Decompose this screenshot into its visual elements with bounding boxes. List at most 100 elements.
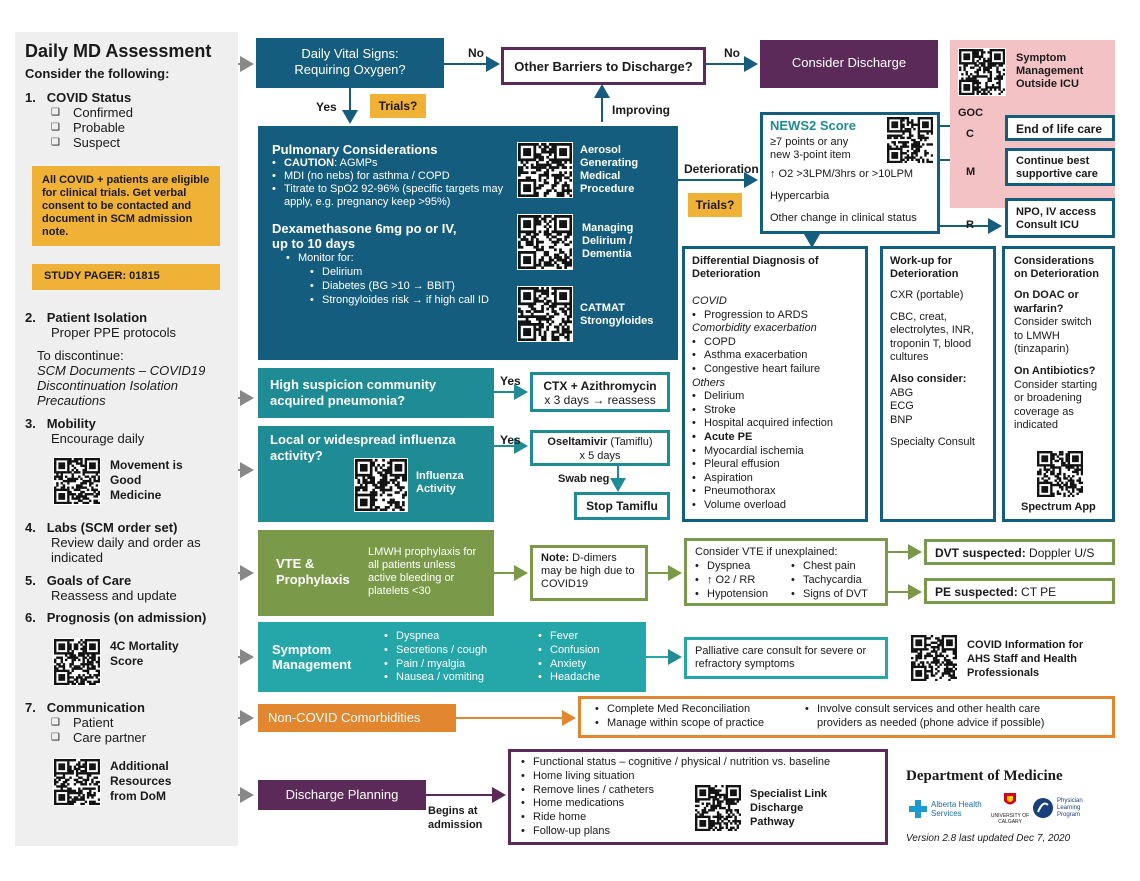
- ddx-ards: Progression to ARDS: [692, 309, 858, 323]
- flu-question: Local or widespread influenza activity?: [270, 432, 456, 463]
- ahs-logo: Alberta Health Services: [908, 797, 988, 821]
- ddx-acute-pe: Acute PE: [692, 431, 858, 445]
- ddx-hai: Hospital acquired infection: [692, 417, 858, 431]
- qr-code-strongyloides[interactable]: [517, 286, 573, 342]
- qr-code-agmp[interactable]: [517, 142, 573, 198]
- no-label-2: No: [724, 46, 740, 60]
- ddx-title: Differential Diagnosis of Deterioration: [692, 255, 819, 280]
- noncovid-col1: Complete Med Reconciliation Manage withi…: [595, 702, 805, 732]
- flu-rx-duration: x 5 days: [579, 450, 621, 462]
- discharge-ride: Ride home: [521, 811, 875, 825]
- monitor-label: Monitor for:: [286, 251, 664, 265]
- yes-label-1: Yes: [316, 100, 337, 114]
- ddx-stroke: Stroke: [692, 404, 858, 418]
- 4c-score-label: 4C Mortality Score: [110, 639, 179, 668]
- comm-care-partner: Care partner: [51, 730, 230, 745]
- study-pager: STUDY PAGER: 01815: [32, 264, 220, 290]
- doac-answer: Consider switch to LMWH (tinzaparin): [1014, 316, 1092, 356]
- section-isolation: 2. Patient Isolation Proper PPE protocol…: [25, 310, 230, 408]
- comm-patient: Patient: [51, 715, 230, 730]
- qr-code-movement[interactable]: [53, 457, 101, 505]
- workup-also-label: Also consider:: [890, 372, 967, 385]
- discharge-lines: Remove lines / catheters: [521, 784, 875, 798]
- qr-code-news2[interactable]: [886, 116, 934, 164]
- vte-tachycardia: Tachycardia: [791, 573, 868, 587]
- discharge-followup: Follow-up plans: [521, 825, 875, 839]
- discontinue-link[interactable]: SCM Documents – COVID19 Discontinuation …: [37, 363, 206, 408]
- ddx-comorb-label: Comorbidity exacerbation: [692, 322, 817, 335]
- med-reconciliation: Complete Med Reconciliation: [595, 702, 805, 716]
- qr-code-dom-resources[interactable]: [53, 758, 101, 806]
- abx-question: On Antibiotics?: [1014, 364, 1096, 377]
- vte-box: VTE & Prophylaxis LMWH prophylaxis for a…: [258, 530, 494, 616]
- section-covid-status: 1. COVID Status Confirmed Probable Suspe…: [25, 90, 230, 150]
- discharge-home-living: Home living situation: [521, 770, 875, 784]
- palliative-box: Palliative care consult for severe or re…: [684, 637, 888, 679]
- cap-rx-drug: CTX + Azithromycin: [543, 379, 657, 393]
- vte-symptoms-col2: Chest pain Tachycardia Signs of DVT: [791, 559, 868, 601]
- news2-item-3: Hypercarbia: [770, 190, 830, 202]
- vte-title: VTE & Prophylaxis: [276, 556, 350, 587]
- ddx-copd: COPD: [692, 336, 858, 350]
- qr-code-spectrum[interactable]: [1036, 450, 1084, 498]
- spectrum-label: Spectrum App: [1021, 501, 1096, 513]
- symptom-headache: Headache: [538, 671, 600, 685]
- workup-abg: ABG: [890, 386, 914, 399]
- vte-dyspnea: Dyspnea: [695, 559, 791, 573]
- ddx-comorb-list: COPD Asthma exacerbation Congestive hear…: [692, 336, 858, 377]
- qr-code-4c-score[interactable]: [53, 638, 101, 686]
- symptom-col1: Dyspnea Secretions / cough Pain / myalgi…: [384, 630, 487, 685]
- delirium-label: Managing Delirium / Dementia: [582, 222, 634, 260]
- ddx-box: Differential Diagnosis of Deterioration …: [682, 246, 868, 522]
- vte-dvt-signs: Signs of DVT: [791, 587, 868, 601]
- qr-code-covid-info[interactable]: [910, 634, 958, 682]
- ddx-delirium: Delirium: [692, 390, 858, 404]
- goc-c-label: C: [966, 128, 974, 140]
- cap-rx-box: CTX + Azithromycin x 3 days → reassess: [530, 372, 670, 412]
- symptom-secretions: Secretions / cough: [384, 644, 487, 658]
- qr-code-specialist-link[interactable]: [694, 784, 742, 832]
- ddx-chf: Congestive heart failure: [692, 363, 858, 377]
- news2-item-2: ↑ O2 >3LPM/3hrs or >10LPM: [770, 168, 914, 180]
- goc-label: GOC: [958, 107, 984, 119]
- influenza-label: Influenza Activity: [416, 470, 464, 495]
- news2-item-4: Other change in clinical status: [770, 212, 917, 224]
- goc-m-label: M: [966, 166, 976, 178]
- pulmonary-list: CAUTION: AGMPs MDI (no nebs) for asthma …: [272, 157, 517, 209]
- trials-badge-1[interactable]: Trials?: [370, 94, 426, 118]
- specialist-link-label: Specialist Link Discharge Pathway: [750, 788, 828, 828]
- vte-hypotension: Hypotension: [695, 587, 791, 601]
- npo-icu-box: NPO, IV access Consult ICU: [1005, 198, 1115, 238]
- consider-discharge-box: Consider Discharge: [760, 40, 938, 88]
- cap-box: High suspicion community acquired pneumo…: [258, 368, 494, 418]
- ucalgary-crest-icon: [1004, 793, 1016, 805]
- considerations-box: Considerations on Deterioration On DOAC …: [1002, 246, 1115, 522]
- symptom-confusion: Confusion: [538, 644, 600, 658]
- covid-info-label: COVID Information for AHS Staff and Heal…: [967, 639, 1084, 679]
- involve-consult: Involve consult services and other healt…: [805, 702, 1085, 730]
- ddx-effusion: Pleural effusion: [692, 458, 858, 472]
- section-mobility: 3. Mobility Encourage daily: [25, 416, 145, 446]
- stop-tamiflu-box: Stop Tamiflu: [574, 492, 670, 520]
- trials-badge-2[interactable]: Trials?: [688, 193, 742, 217]
- flu-yes-label: Yes: [500, 433, 521, 447]
- qr-code-delirium[interactable]: [517, 214, 573, 270]
- discharge-planning-box: Discharge Planning: [258, 780, 426, 810]
- sidebar-subtitle: Consider the following:: [25, 66, 170, 81]
- pulmonary-box: Pulmonary Considerations CAUTION: AGMPs …: [258, 126, 678, 360]
- end-of-life-box: End of life care: [1005, 115, 1115, 141]
- plp-logo-icon: [1033, 798, 1053, 818]
- workup-box: Work-up for Deterioration CXR (portable)…: [880, 246, 996, 522]
- ddx-others-label: Others: [692, 376, 726, 389]
- agmp-label: Aerosol Generating Medical Procedure: [580, 144, 639, 195]
- section-labs: 4. Labs (SCM order set) Review daily and…: [25, 520, 201, 565]
- trial-note: All COVID + patients are eligible for cl…: [32, 166, 220, 246]
- symptom-col2: Fever Confusion Anxiety Headache: [538, 630, 600, 685]
- plp-logo: Physician Learning Program: [1032, 796, 1112, 820]
- titrate-item: Titrate to SpO2 92-96% (specific targets…: [272, 183, 517, 209]
- flu-rx-drug: Oseltamivir: [547, 436, 608, 448]
- ddimer-note-box: Note: D-dimers may be high due to COVID1…: [530, 545, 648, 601]
- qr-code-symptom-icu[interactable]: [958, 48, 1006, 96]
- qr-code-influenza[interactable]: [354, 458, 408, 512]
- section-goals-of-care: 5. Goals of Care Reassess and update: [25, 573, 177, 603]
